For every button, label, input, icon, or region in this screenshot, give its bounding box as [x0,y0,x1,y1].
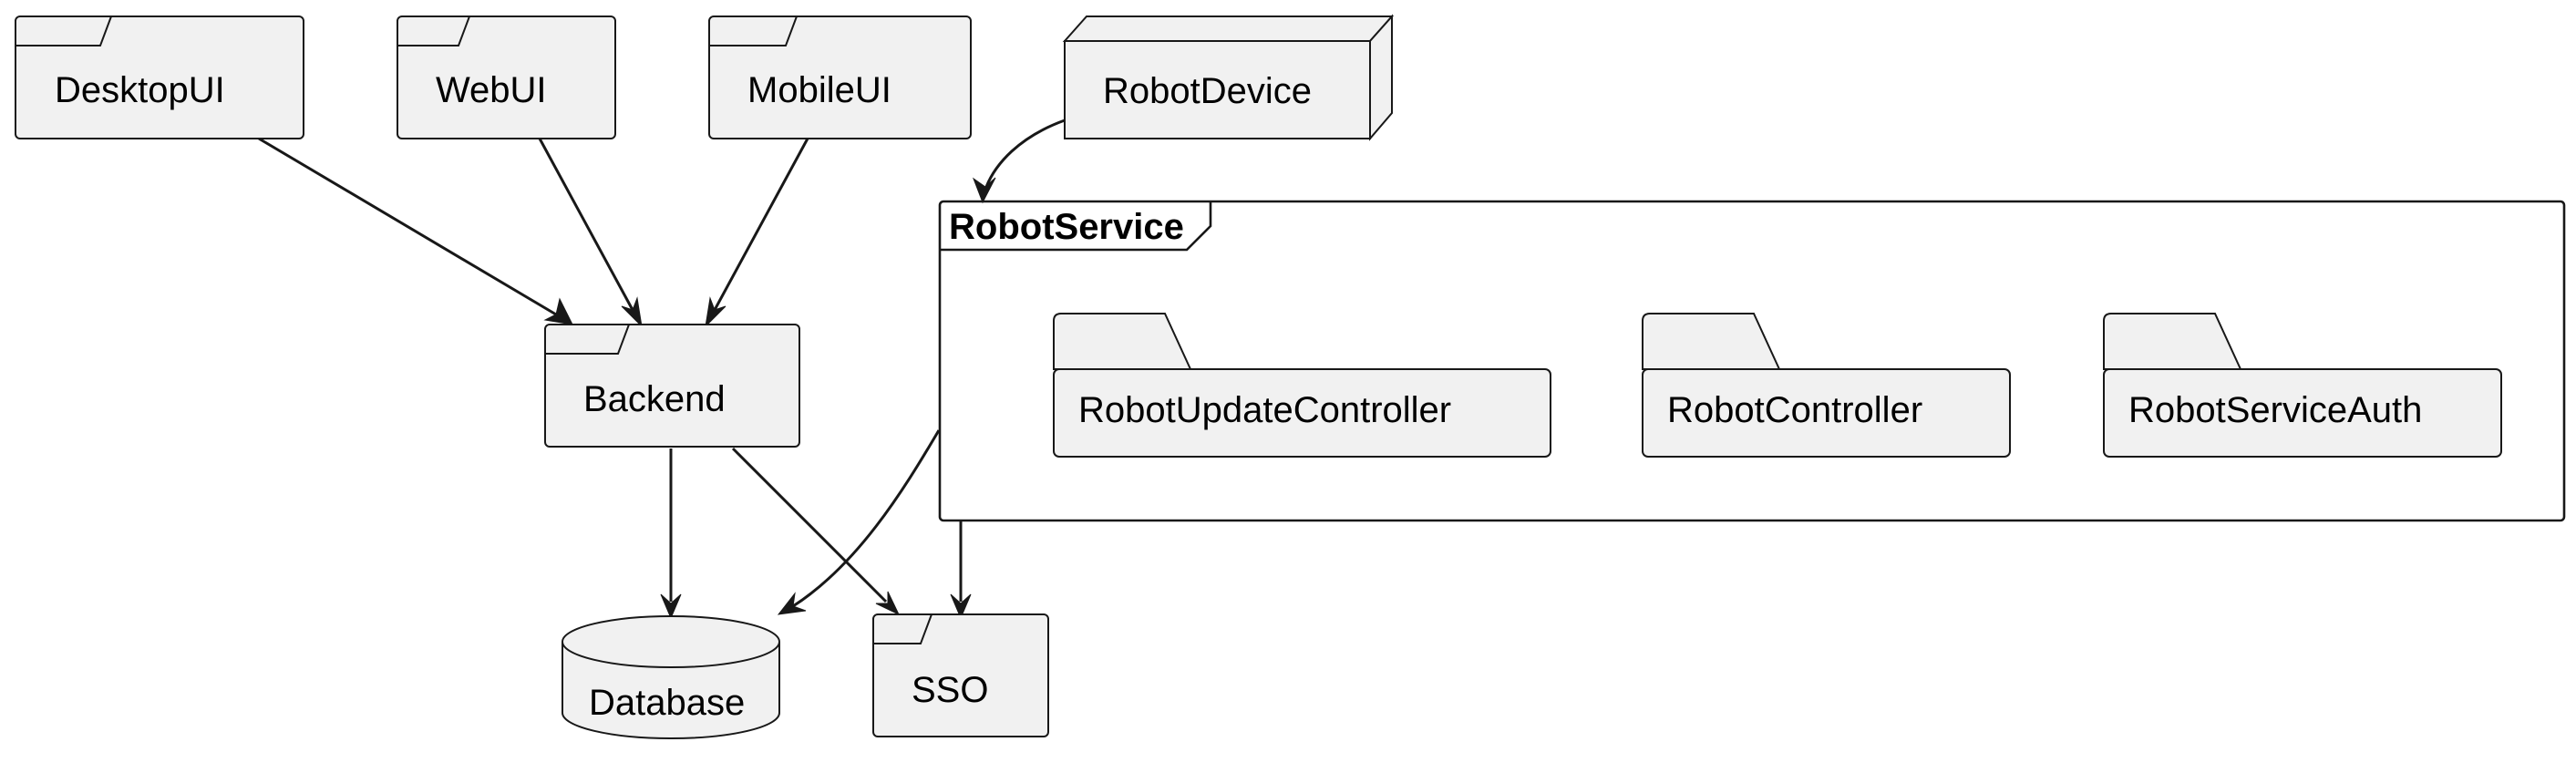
arrowhead-robotdevice-robotservice [972,177,996,204]
package-robotupdatecontroller[interactable]: RobotUpdateController [1053,313,1551,458]
edge-webui-backend [538,138,634,311]
component-tab-icon [15,15,112,46]
package-label: RobotController [1667,390,1922,430]
node-label: SSO [912,670,988,710]
arrowhead-mobileui-backend [705,296,726,328]
edge-robotdevice-robotservice [984,119,1066,188]
component-tab-icon [397,15,470,46]
package-label: RobotServiceAuth [2128,390,2422,430]
node-desktopui[interactable]: DesktopUI [15,15,304,139]
frame-title-tab [940,201,1212,252]
arrowhead-webui-backend [621,296,643,328]
node-label: DesktopUI [55,70,225,110]
node-sso[interactable]: SSO [872,613,1049,737]
edge-desktopui-backend [258,137,557,316]
arrowhead-robotservice-sso [950,593,972,620]
component-tab-icon [545,324,630,355]
edge-backend-sso [731,447,888,603]
arrowhead-backend-database [660,593,682,620]
node-database[interactable]: Database [562,615,780,739]
frame-robotservice[interactable]: RobotService RobotUpdateController Robot… [938,200,2566,522]
component-tab-icon [709,15,798,46]
node-label: Database [589,683,745,723]
edge-robotservice-database [792,429,941,608]
edges [258,119,1066,620]
node-webui[interactable]: WebUI [397,15,616,139]
node-label: WebUI [436,70,547,110]
package-robotserviceauth[interactable]: RobotServiceAuth [2103,313,2502,458]
package-robotcontroller[interactable]: RobotController [1642,313,2011,458]
arrowhead-desktopui-backend [543,297,573,325]
arrowhead-backend-sso [875,591,901,616]
node-label: RobotDevice [1103,71,1312,111]
arrowhead-robotservice-database [777,592,807,615]
node-backend[interactable]: Backend [544,324,800,448]
node-robotdevice[interactable]: RobotDevice [1062,14,1395,141]
component-tab-icon [873,613,933,644]
edge-mobileui-backend [713,138,809,311]
node-mobileui[interactable]: MobileUI [708,15,972,139]
node-label: MobileUI [747,70,891,110]
node-label: Backend [583,379,726,419]
frame-title: RobotService [949,207,1184,247]
package-label: RobotUpdateController [1078,390,1451,430]
